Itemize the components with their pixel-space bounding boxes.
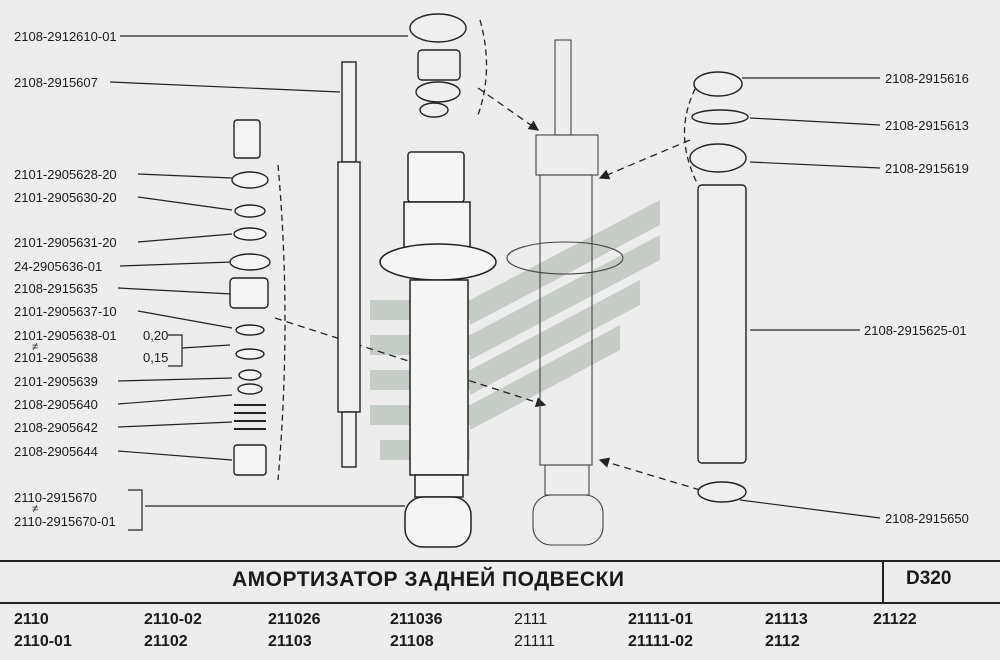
part-label: 2108-2915613 bbox=[885, 118, 969, 133]
part-label: 2101-2905637-10 bbox=[14, 304, 117, 319]
model-code: 21122 bbox=[873, 611, 917, 628]
part-label: 2101-2905639 bbox=[14, 374, 98, 389]
model-code: 2110-02 bbox=[144, 611, 202, 628]
part-label: 2108-2915625-01 bbox=[864, 323, 967, 338]
piston-rod bbox=[337, 61, 361, 468]
sheet-code: D320 bbox=[906, 568, 952, 589]
part-label: 2108-2905640 bbox=[14, 397, 98, 412]
shock-body bbox=[379, 151, 497, 548]
model-code: 21111-02 bbox=[628, 633, 693, 650]
dust-cover-parts bbox=[689, 71, 749, 503]
model-code: 21103 bbox=[268, 633, 312, 650]
model-code: 2110 bbox=[14, 611, 49, 628]
not-equal-symbol: ≠ bbox=[32, 341, 39, 353]
part-label: 2101-2905630-20 bbox=[14, 190, 117, 205]
part-label: 2108-2915650 bbox=[885, 511, 969, 526]
assembly-arrows bbox=[274, 87, 701, 491]
washer-thickness: 0,20 bbox=[143, 328, 169, 343]
part-label: 2108-2912610-01 bbox=[14, 29, 117, 44]
part-label: 2108-2905644 bbox=[14, 444, 98, 459]
part-label: 2108-2915616 bbox=[885, 71, 969, 86]
part-label: 2108-2915619 bbox=[885, 161, 969, 176]
part-label: 2108-2915635 bbox=[14, 281, 98, 296]
model-code: 2110-01 bbox=[14, 633, 72, 650]
group-brackets bbox=[277, 19, 701, 481]
model-code: 21111-01 bbox=[628, 611, 693, 628]
small-parts-stack bbox=[229, 119, 271, 476]
title-bottom-rule bbox=[0, 602, 1000, 604]
part-label: 2108-2905642 bbox=[14, 420, 98, 435]
model-code: 21108 bbox=[390, 633, 434, 650]
washer-thickness: 0,15 bbox=[143, 350, 169, 365]
part-label: 2101-2905628-20 bbox=[14, 167, 117, 182]
model-code: 211026 bbox=[268, 611, 321, 628]
part-label: 2101-2905638 bbox=[14, 350, 98, 365]
part-label: 2101-2905638-01 bbox=[14, 328, 117, 343]
page-title: АМОРТИЗАТОР ЗАДНЕЙ ПОДВЕСКИ bbox=[232, 568, 625, 591]
model-code: 2111 bbox=[514, 611, 548, 628]
leader-lines bbox=[109, 35, 881, 531]
model-code: 21102 bbox=[144, 633, 188, 650]
part-label: 2110-2915670-01 bbox=[14, 514, 116, 529]
part-label: 2110-2915670 bbox=[14, 490, 97, 505]
part-label: 2108-2915607 bbox=[14, 75, 98, 90]
not-equal-symbol: ≠ bbox=[32, 503, 39, 515]
title-top-rule bbox=[0, 560, 1000, 562]
model-code: 21111 bbox=[514, 633, 555, 650]
shock-absorber-exploded-diagram bbox=[109, 13, 881, 548]
part-label: 24-2905636-01 bbox=[14, 259, 103, 274]
part-label: 2101-2905631-20 bbox=[14, 235, 117, 250]
title-separator bbox=[882, 562, 884, 602]
top-mount-parts bbox=[409, 13, 467, 118]
assembled-shock-outline bbox=[506, 39, 624, 546]
model-code: 21113 bbox=[765, 611, 808, 628]
model-code: 211036 bbox=[390, 611, 443, 628]
model-code: 2112 bbox=[765, 633, 800, 650]
